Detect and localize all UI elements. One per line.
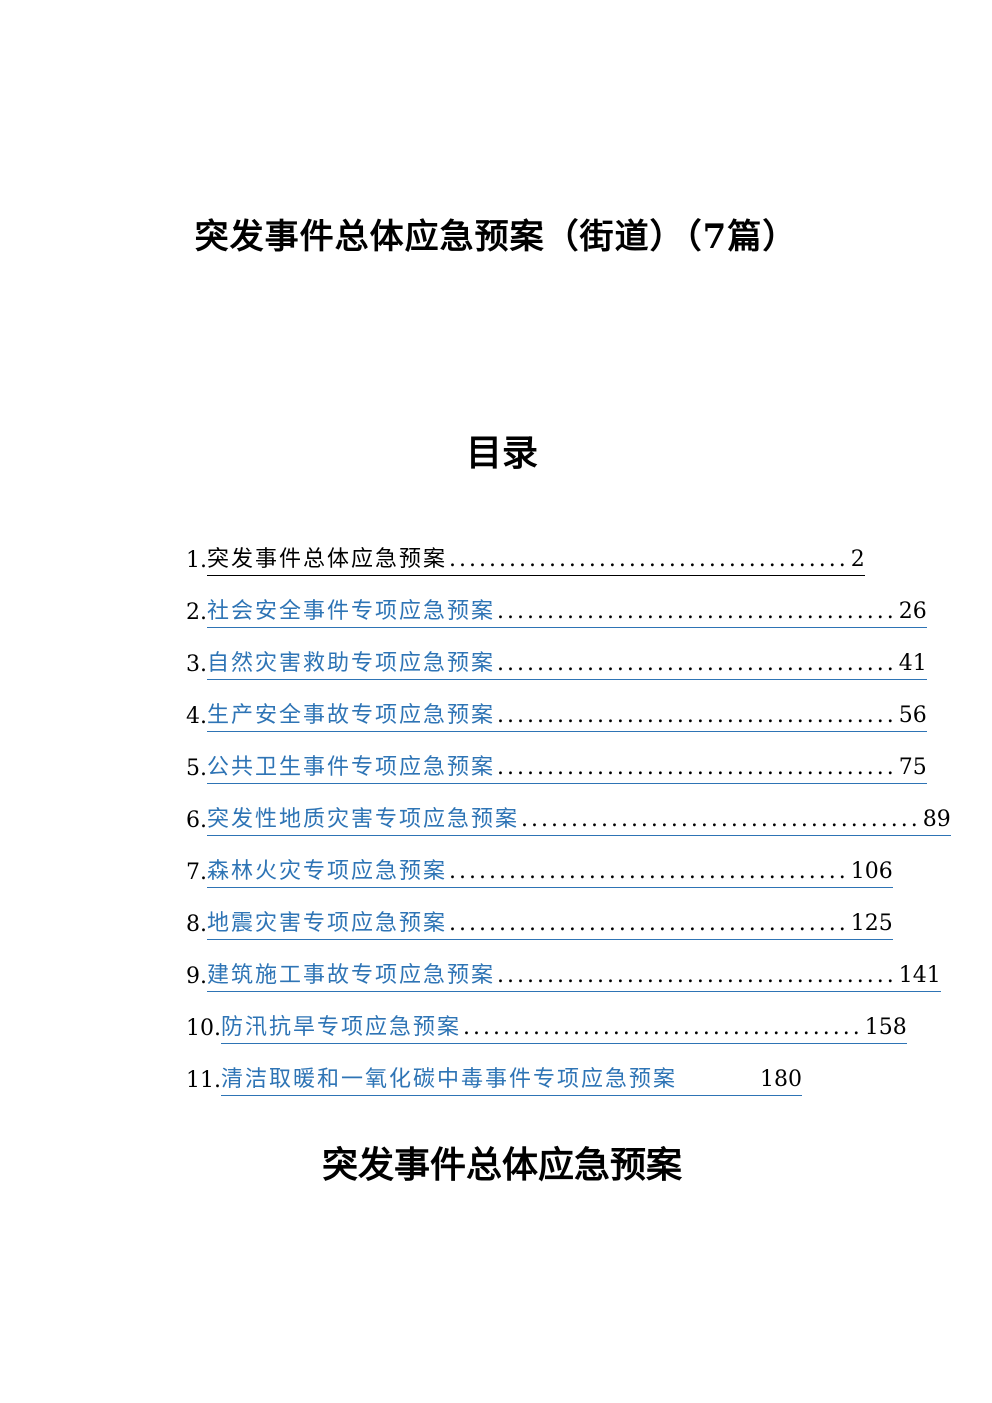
toc-entry-link[interactable]: 社会安全事件专项应急预案 ...........................… — [207, 597, 927, 628]
toc-entry-number: 7. — [186, 860, 207, 885]
toc-dot-leader: ........................................ — [497, 703, 897, 728]
toc-dot-leader: ........................................ — [463, 1015, 863, 1040]
toc-entry-title: 森林火灾专项应急预案 — [207, 859, 448, 884]
toc-entry-title: 清洁取暖和一氧化碳中毒事件专项应急预案 — [221, 1067, 678, 1092]
toc-entry-link[interactable]: 森林火灾专项应急预案 .............................… — [207, 857, 893, 888]
toc-entry-title: 生产安全事故专项应急预案 — [207, 703, 496, 728]
toc-entry-title: 建筑施工事故专项应急预案 — [207, 963, 496, 988]
toc-entry-link[interactable]: 自然灾害救助专项应急预案 ...........................… — [207, 649, 927, 680]
toc-entry-1[interactable]: 1. 突发事件总体应急预案 ..........................… — [186, 540, 865, 576]
toc-entry-page: 125 — [850, 911, 893, 936]
toc-entry-number: 2. — [186, 600, 207, 625]
toc-entry-number: 3. — [186, 652, 207, 677]
toc-entry-title: 社会安全事件专项应急预案 — [207, 599, 496, 624]
document-title: 突发事件总体应急预案（街道）（7篇） — [194, 217, 798, 257]
toc-entry-7[interactable]: 7. 森林火灾专项应急预案 ..........................… — [186, 852, 893, 888]
toc-entry-number: 5. — [186, 756, 207, 781]
toc-entry-link[interactable]: 建筑施工事故专项应急预案 ...........................… — [207, 961, 941, 992]
toc-entry-title: 公共卫生事件专项应急预案 — [207, 755, 496, 780]
toc-dot-leader: ........................................ — [497, 755, 897, 780]
toc-entry-page: 89 — [922, 807, 951, 832]
toc-entry-6[interactable]: 6. 突发性地质灾害专项应急预案 .......................… — [186, 800, 951, 836]
toc-entry-title: 防汛抗旱专项应急预案 — [221, 1015, 462, 1040]
toc-entry-page: 2 — [850, 547, 865, 572]
toc-entry-5[interactable]: 5. 公共卫生事件专项应急预案 ........................… — [186, 748, 927, 784]
toc-heading: 目录 — [465, 432, 538, 474]
toc-dot-leader: ........................................ — [449, 911, 849, 936]
toc-entry-page: 106 — [850, 859, 893, 884]
toc-entry-title: 自然灾害救助专项应急预案 — [207, 651, 496, 676]
toc-entry-page: 141 — [898, 963, 941, 988]
toc-entry-link[interactable]: 防汛抗旱专项应急预案 .............................… — [221, 1013, 907, 1044]
toc-entry-title: 突发性地质灾害专项应急预案 — [207, 807, 520, 832]
toc-entry-11[interactable]: 11. 清洁取暖和一氧化碳中毒事件专项应急预案 180 — [186, 1060, 802, 1096]
toc-dot-leader: ........................................ — [497, 963, 897, 988]
toc-entry-number: 9. — [186, 964, 207, 989]
toc-dot-leader: ........................................ — [521, 807, 921, 832]
toc-entry-link[interactable]: 清洁取暖和一氧化碳中毒事件专项应急预案 180 — [221, 1065, 802, 1096]
toc-entry-4[interactable]: 4. 生产安全事故专项应急预案 ........................… — [186, 696, 927, 732]
toc-entry-number: 1. — [186, 548, 207, 573]
toc-entry-title: 地震灾害专项应急预案 — [207, 911, 448, 936]
toc-entry-3[interactable]: 3. 自然灾害救助专项应急预案 ........................… — [186, 644, 927, 680]
toc-entry-number: 6. — [186, 808, 207, 833]
toc-entry-2[interactable]: 2. 社会安全事件专项应急预案 ........................… — [186, 592, 927, 628]
toc-entry-10[interactable]: 10. 防汛抗旱专项应急预案 .........................… — [186, 1008, 907, 1044]
toc-entry-link[interactable]: 地震灾害专项应急预案 .............................… — [207, 909, 893, 940]
toc-dot-leader: ........................................ — [449, 859, 849, 884]
toc-entry-link[interactable]: 突发事件总体应急预案 .............................… — [207, 545, 865, 576]
toc-entry-link[interactable]: 生产安全事故专项应急预案 ...........................… — [207, 701, 927, 732]
toc-entry-number: 8. — [186, 912, 207, 937]
toc-entry-page: 75 — [898, 755, 927, 780]
section-title: 突发事件总体应急预案 — [321, 1144, 682, 1186]
toc-dot-leader: ........................................ — [497, 651, 897, 676]
toc-entry-link[interactable]: 突发性地质灾害专项应急预案 ..........................… — [207, 805, 951, 836]
toc-entry-page: 180 — [760, 1067, 802, 1092]
toc-dot-leader: ........................................ — [449, 547, 849, 572]
toc-entry-page: 41 — [898, 651, 927, 676]
toc-entry-number: 4. — [186, 704, 207, 729]
toc-entry-8[interactable]: 8. 地震灾害专项应急预案 ..........................… — [186, 904, 893, 940]
toc-entry-page: 158 — [864, 1015, 907, 1040]
toc-entry-number: 10. — [186, 1016, 221, 1041]
toc-entry-9[interactable]: 9. 建筑施工事故专项应急预案 ........................… — [186, 956, 941, 992]
toc-entry-title: 突发事件总体应急预案 — [207, 547, 448, 572]
toc-entry-page: 26 — [898, 599, 927, 624]
toc-dot-leader: ........................................ — [497, 599, 897, 624]
toc-entry-number: 11. — [186, 1068, 221, 1093]
toc-entry-page: 56 — [898, 703, 927, 728]
toc-entry-link[interactable]: 公共卫生事件专项应急预案 ...........................… — [207, 753, 927, 784]
